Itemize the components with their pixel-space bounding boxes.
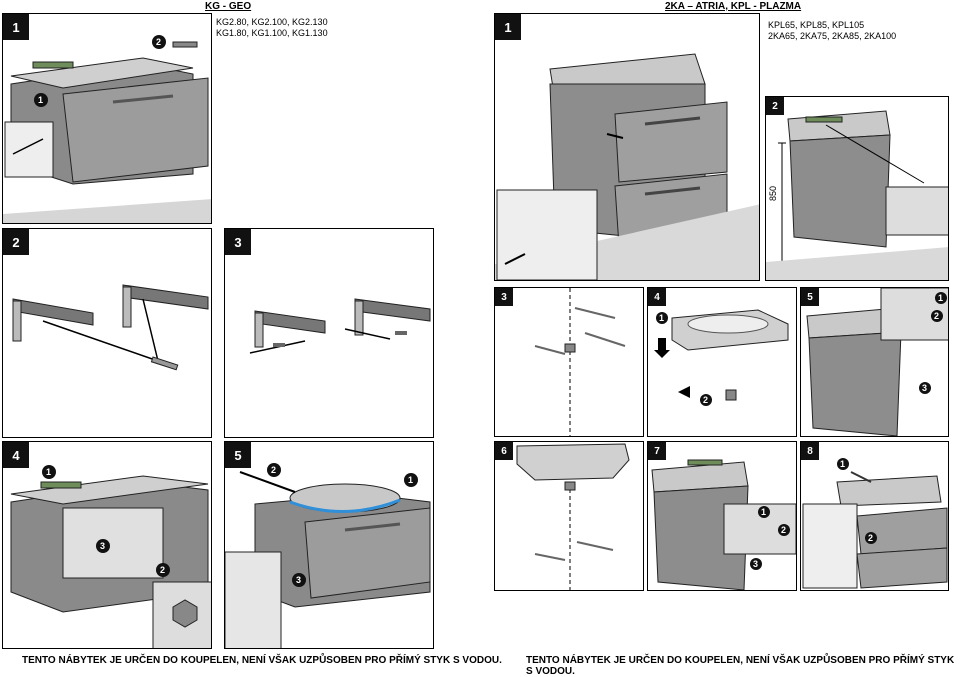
- cabinet-drawer-illustration: 2 1: [3, 35, 211, 223]
- cabinet-leveling-illustration: 1 2 3: [651, 459, 796, 590]
- right-step-3-panel: 3: [494, 287, 644, 437]
- right-step-5-panel: 5 1 2 3: [800, 287, 949, 437]
- svg-text:1: 1: [46, 467, 51, 477]
- svg-text:2: 2: [868, 533, 873, 543]
- two-drawer-cabinet-illustration: [495, 53, 759, 280]
- height-dimension-label: 850: [768, 185, 778, 201]
- step-number: 2: [3, 229, 29, 255]
- right-model-line-2: 2KA65, 2KA75, 2KA85, 2KA100: [768, 31, 897, 41]
- svg-text:3: 3: [100, 541, 105, 551]
- wall-anchor-illustration: [534, 288, 626, 436]
- svg-text:2: 2: [156, 37, 161, 47]
- left-step-2-panel: 2: [2, 228, 212, 438]
- left-model-line-1: KG2.80, KG2.100, KG2.130: [216, 17, 328, 27]
- svg-text:1: 1: [659, 313, 664, 323]
- svg-text:1: 1: [408, 475, 413, 485]
- left-step-5-panel: 5 2 1 3: [224, 441, 434, 649]
- drawer-insert-illustration: 1 2: [802, 458, 948, 589]
- left-header: KG - GEO: [205, 1, 252, 12]
- svg-text:1: 1: [761, 507, 766, 517]
- right-footer-note: TENTO NÁBYTEK JE URČEN DO KOUPELEN, NENÍ…: [526, 655, 955, 677]
- bracket-screw-illustration: [249, 298, 431, 354]
- left-footer-note: TENTO NÁBYTEK JE URČEN DO KOUPELEN, NENÍ…: [22, 655, 502, 666]
- bracket-mounting-illustration: [12, 284, 209, 371]
- svg-text:3: 3: [753, 559, 758, 569]
- svg-text:1: 1: [938, 293, 943, 303]
- svg-text:2: 2: [271, 465, 276, 475]
- step-number: 3: [495, 288, 513, 306]
- washbasin-install-illustration: 2 1 3: [225, 463, 431, 648]
- step-number: 3: [225, 229, 251, 255]
- svg-text:2: 2: [160, 565, 165, 575]
- svg-text:1: 1: [38, 95, 43, 105]
- svg-text:3: 3: [296, 575, 301, 585]
- right-model-list: KPL65, KPL85, KPL105 2KA65, 2KA75, 2KA85…: [768, 20, 896, 42]
- left-model-list: KG2.80, KG2.100, KG2.130 KG1.80, KG1.100…: [216, 17, 328, 39]
- svg-text:3: 3: [922, 383, 927, 393]
- washbasin-illustration: 1 2: [654, 309, 789, 406]
- wall-height-illustration: [766, 110, 948, 280]
- step-number: 5: [801, 288, 819, 306]
- step-number: 1: [3, 14, 29, 40]
- cabinet-hanging-illustration: 1 3 2: [10, 465, 211, 648]
- cabinet-fixing-illustration: 1 2 3: [806, 288, 948, 436]
- basin-hanging-illustration: [516, 443, 630, 590]
- step-number: 5: [225, 442, 251, 468]
- right-step-4-panel: 4 1 2: [647, 287, 797, 437]
- step-number: 7: [648, 442, 666, 460]
- svg-text:1: 1: [840, 459, 845, 469]
- left-step-4-panel: 4 1 3 2: [2, 441, 212, 649]
- right-model-line-1: KPL65, KPL85, KPL105: [768, 20, 865, 30]
- left-step-3-panel: 3: [224, 228, 434, 438]
- right-step-7-panel: 7 1 2 3: [647, 441, 797, 591]
- left-model-line-2: KG1.80, KG1.100, KG1.130: [216, 28, 328, 38]
- step-number: 4: [648, 288, 666, 306]
- right-step-1-panel: 1: [494, 13, 760, 281]
- right-step-6-panel: 6: [494, 441, 644, 591]
- right-header: 2KA – ATRIA, KPL - PLAZMA: [665, 1, 802, 12]
- left-step-1-panel: 1 2 1: [2, 13, 212, 224]
- step-number: 6: [495, 442, 513, 460]
- svg-text:2: 2: [703, 395, 708, 405]
- step-number: 2: [766, 97, 784, 115]
- svg-text:2: 2: [781, 525, 786, 535]
- step-number: 8: [801, 442, 819, 460]
- right-step-8-panel: 8 1 2: [800, 441, 949, 591]
- right-step-2-panel: 2 850: [765, 96, 949, 281]
- svg-text:2: 2: [934, 311, 939, 321]
- step-number: 1: [495, 14, 521, 40]
- step-number: 4: [3, 442, 29, 468]
